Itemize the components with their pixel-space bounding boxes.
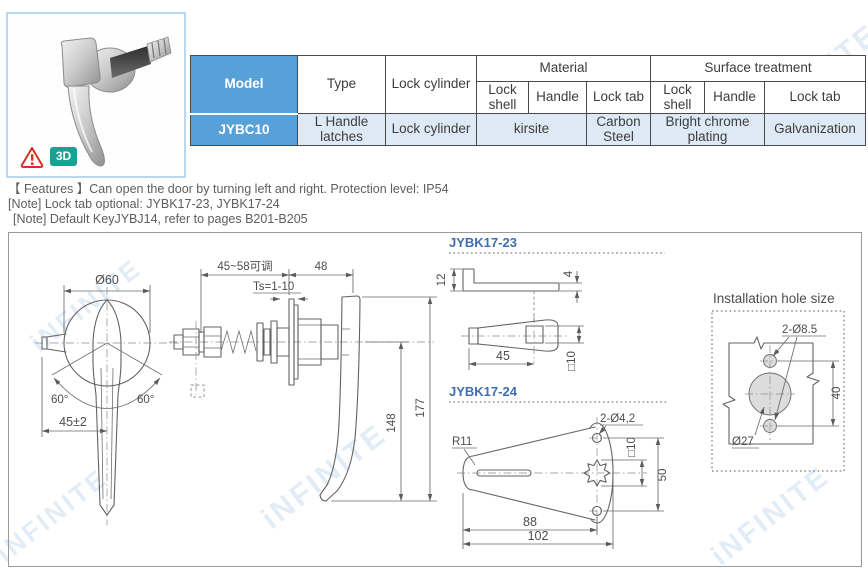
header-material-lock-tab: Lock tab (586, 80, 651, 115)
header-material-handle: Handle (528, 80, 587, 115)
header-model: Model (190, 54, 298, 115)
header-material: Material (476, 55, 651, 82)
dim-23-4: 4 (563, 270, 575, 277)
jybk17-24-drawing: JYBK17-24 R11 2-Ø4,2 □10 (449, 384, 669, 549)
features-note: 【 Features 】Can open the door by turning… (8, 182, 449, 196)
dim-24-88: 88 (523, 515, 537, 529)
installation-drawing: Installation hole size 2-Ø8.5 Ø27 40 (711, 291, 845, 472)
dim-front-width: 45±2 (59, 415, 87, 429)
warning-icon (20, 147, 44, 168)
installation-title: Installation hole size (713, 291, 835, 306)
header-surface-treatment: Surface treatment (650, 55, 866, 82)
dim-panel-thickness: Ts=1-10 (253, 281, 294, 293)
3d-badge[interactable]: 3D (50, 147, 77, 166)
product-photo: 3D (6, 12, 186, 178)
cell-surface-lock-tab: Galvanization (764, 113, 866, 147)
side-view-drawing: 45~58可调 48 Ts=1-10 (169, 260, 437, 502)
dim-48: 48 (315, 261, 328, 273)
header-type: Type (297, 54, 386, 115)
dim-angle-right: 60° (137, 394, 154, 406)
header-surface-lock-tab: Lock tab (764, 80, 866, 115)
dim-177: 177 (415, 398, 427, 417)
dim-24-r11: R11 (452, 436, 472, 448)
cell-lock-cylinder: Lock cylinder (385, 113, 477, 147)
note-lock-tab: [Note] Lock tab optional: JYBK17-23, JYB… (8, 197, 280, 211)
dim-148: 148 (386, 413, 398, 432)
jybk17-24-label: JYBK17-24 (449, 384, 518, 399)
dim-23-12: 12 (436, 274, 448, 287)
dim-23-sq10: □10 (566, 351, 578, 371)
jybk17-23-drawing: JYBK17-23 12 4 45 □10 (436, 235, 665, 371)
dim-install-dia27: Ø27 (732, 436, 754, 448)
cell-surface-shell-handle: Bright chrome plating (650, 113, 765, 147)
cell-material-shell-handle: kirsite (476, 113, 587, 147)
header-surface-lock-shell: Lock shell (650, 80, 705, 115)
cell-type: L Handle latches (297, 113, 386, 147)
product-photo-image (60, 36, 172, 167)
front-view-drawing: Ø60 60° 60° 45±2 (35, 273, 179, 525)
dim-24-sq10: □10 (626, 437, 638, 457)
note-default-key: [Note] Default KeyJYBJ14, refer to pages… (13, 212, 308, 226)
header-material-lock-shell: Lock shell (476, 80, 529, 115)
cell-model: JYBC10 (190, 113, 298, 147)
dim-install-40: 40 (831, 387, 843, 400)
dim-23-45: 45 (496, 349, 510, 363)
dim-angle-left: 60° (51, 394, 68, 406)
header-lock-cylinder: Lock cylinder (385, 54, 477, 115)
spec-table: Model Type Lock cylinder Material Surfac… (190, 54, 866, 147)
dim-24-holes: 2-Ø4,2 (600, 413, 635, 425)
dim-front-diameter: Ø60 (95, 273, 119, 287)
cell-material-lock-tab: Carbon Steel (586, 113, 651, 147)
jybk17-23-label: JYBK17-23 (449, 235, 517, 250)
dim-24-102: 102 (528, 529, 549, 543)
dim-install-holes: 2-Ø8.5 (782, 324, 817, 336)
dim-24-50: 50 (657, 469, 669, 482)
notes-block: 【 Features 】Can open the door by turning… (8, 182, 449, 227)
dim-adjust-range: 45~58可调 (217, 260, 272, 273)
drawing-panel: Ø60 60° 60° 45±2 45~58可调 48 Ts=1-10 (8, 232, 862, 567)
header-surface-handle: Handle (704, 80, 765, 115)
